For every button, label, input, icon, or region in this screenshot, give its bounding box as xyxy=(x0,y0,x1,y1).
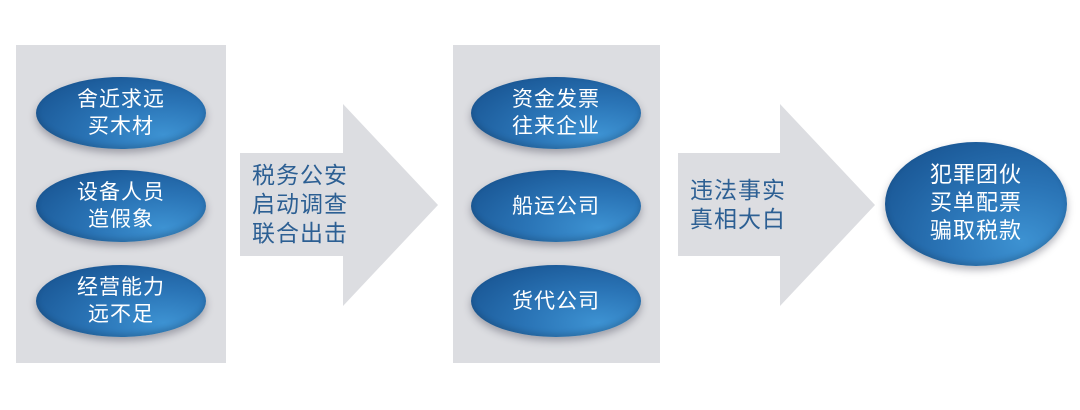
node-label: 船运公司 xyxy=(512,193,600,218)
right-arrow-icon xyxy=(678,104,875,306)
node-fake-equipment-staff: 设备人员 造假象 xyxy=(36,170,206,242)
node-funds-invoice-companies: 资金发票 往来企业 xyxy=(471,77,641,149)
node-label: 资金发票 往来企业 xyxy=(512,87,600,138)
node-insufficient-capacity: 经营能力 远不足 xyxy=(36,265,206,337)
arrow-label: 税务公安 启动调查 联合出击 xyxy=(252,163,348,247)
node-buy-timber-far: 舍近求远 买木材 xyxy=(36,77,206,149)
arrow-investigation: 税务公安 启动调查 联合出击 xyxy=(240,104,440,306)
arrow-label: 违法事实 真相大白 xyxy=(690,178,786,233)
node-label: 经营能力 远不足 xyxy=(77,275,165,326)
node-label: 货代公司 xyxy=(512,288,600,313)
node-label: 犯罪团伙 买单配票 骗取税款 xyxy=(929,163,1022,244)
node-criminal-gang-tax-fraud: 犯罪团伙 买单配票 骗取税款 xyxy=(885,142,1067,266)
node-label: 设备人员 造假象 xyxy=(77,180,165,231)
arrow-facts-revealed: 违法事实 真相大白 xyxy=(678,104,878,306)
node-shipping-company: 船运公司 xyxy=(471,170,641,242)
right-arrow-icon xyxy=(240,104,438,306)
node-freight-forwarder: 货代公司 xyxy=(471,265,641,337)
node-label: 舍近求远 买木材 xyxy=(77,87,165,138)
